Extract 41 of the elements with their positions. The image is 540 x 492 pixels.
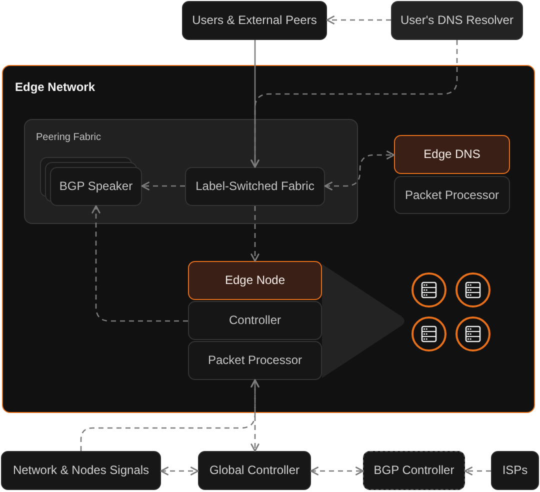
- process-box: [363, 451, 465, 490]
- arrow: [92, 205, 188, 322]
- process-box: [188, 301, 322, 340]
- process-box: [185, 167, 325, 206]
- node-label: BGP Controller: [374, 463, 454, 478]
- node-label: Label-Switched Fabric: [196, 179, 314, 194]
- process-box: [394, 176, 510, 214]
- highlight-box: [188, 261, 322, 300]
- process-box: [198, 451, 311, 490]
- process-box: [391, 1, 523, 40]
- arrow: [324, 150, 395, 190]
- node-label: Global Controller: [209, 463, 300, 478]
- node-label: Edge DNS: [424, 147, 480, 162]
- arrow: [250, 40, 458, 168]
- process-box: [188, 341, 322, 380]
- arrow: [464, 466, 491, 476]
- panel-title: Peering Fabric: [36, 132, 102, 143]
- arrow: [141, 182, 185, 190]
- process-box: [182, 1, 327, 40]
- process-box: [1, 451, 161, 490]
- arrow: [80, 379, 260, 451]
- panel-title: Edge Network: [15, 80, 96, 94]
- highlight-box: [394, 135, 510, 174]
- group-panel: [24, 119, 358, 224]
- arrow: [250, 379, 260, 452]
- arrow: [250, 206, 260, 262]
- node-label: Packet Processor: [404, 188, 500, 202]
- node-label: Controller: [228, 313, 282, 328]
- node-label: Users & External Peers: [192, 13, 317, 28]
- node-label: Network & Nodes Signals: [12, 463, 150, 478]
- node-label: BGP Speaker: [59, 179, 133, 194]
- node-label: Edge Node: [224, 273, 286, 288]
- process-box: [491, 451, 539, 490]
- network-panel: [2, 65, 535, 413]
- process-box: [50, 167, 142, 206]
- arrow: [326, 16, 391, 24]
- node-label: User's DNS Resolver: [400, 13, 514, 28]
- arrow: [310, 466, 364, 476]
- arrow: [160, 466, 199, 476]
- node-label: Packet Processor: [208, 353, 302, 368]
- node-label: ISPs: [502, 463, 528, 478]
